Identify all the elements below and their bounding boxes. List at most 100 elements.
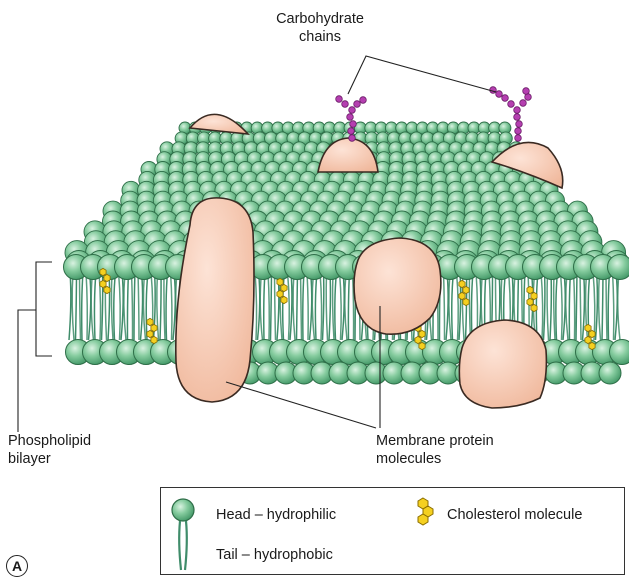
phospholipid-tail — [303, 272, 304, 340]
carbohydrate-unit — [349, 135, 356, 142]
phospholipid-tail — [119, 272, 121, 340]
phospholipid-tail — [469, 272, 470, 340]
carbohydrate-unit — [350, 121, 357, 128]
carbohydrate-label-line1: Carbohydrate — [260, 10, 380, 28]
phospholipid-head — [608, 255, 629, 280]
phospholipid-tail — [471, 272, 473, 340]
phospholipid-tail — [301, 272, 302, 340]
phospholipid-tail — [345, 272, 347, 340]
carbohydrate-unit — [496, 91, 503, 98]
phospholipid-tail — [315, 272, 317, 340]
phospholipid-tail — [335, 272, 337, 340]
phospholipid-tail — [457, 272, 459, 340]
phospholipid-tail — [615, 272, 617, 340]
protein-label-line1: Membrane protein — [376, 432, 494, 450]
legend-head-text: Head – hydrophilic — [216, 507, 336, 523]
protein-label-line2: molecules — [376, 450, 494, 468]
phospholipid-tail — [444, 272, 445, 340]
phospholipid-tail — [293, 272, 295, 340]
phospholipid-tail — [580, 272, 581, 340]
phospholipid-head — [599, 362, 621, 384]
phospholipid-tail — [602, 272, 603, 340]
carbohydrate-unit — [514, 107, 521, 114]
phospholipid-tail — [561, 272, 563, 340]
carbohydrate-unit — [520, 100, 527, 107]
legend-tail-text: Tail – hydrophobic — [216, 547, 333, 563]
phospholipid-tail — [72, 272, 74, 340]
carbohydrate-unit — [342, 101, 349, 108]
carbohydrate-unit — [508, 101, 515, 108]
phospholipid-tail — [255, 272, 257, 340]
phospholipid-tail — [108, 272, 110, 340]
phospholipid-tail — [258, 272, 260, 340]
carbohydrate-unit — [336, 96, 343, 103]
protein-middle-round — [354, 238, 441, 334]
phospholipid-tail — [569, 272, 570, 340]
phospholipid-tail — [94, 272, 96, 340]
carbohydrate-label: Carbohydrate chains — [260, 10, 380, 46]
phospholipid-tail — [342, 272, 344, 340]
phospholipid-tail — [166, 272, 167, 340]
carbohydrate-unit — [515, 135, 522, 142]
phospholipid-tail — [132, 272, 133, 340]
phospholipid-tail — [127, 272, 128, 340]
phospholipid-leader — [18, 310, 36, 432]
phospholipid-tail — [143, 272, 145, 340]
phospholipid-tail — [138, 272, 139, 340]
phospholipid-tail — [80, 272, 81, 340]
legend-cholesterol-text: Cholesterol molecule — [447, 507, 582, 523]
phospholipid-tail — [583, 272, 585, 340]
phospholipid-tail — [173, 272, 175, 340]
phospholipid-tail — [290, 272, 292, 340]
phospholipid-tail — [541, 272, 543, 340]
phospholipid-tail — [164, 272, 165, 340]
phospholipid-tail — [320, 272, 322, 340]
phospholipid-tail — [264, 272, 265, 340]
phospholipid-tail — [613, 272, 614, 340]
phospholipid-tail — [576, 272, 577, 340]
phospholipid-head — [610, 340, 629, 365]
carbohydrate-unit — [515, 128, 522, 135]
carbohydrate-unit — [525, 94, 532, 101]
phospholipid-tail — [271, 272, 272, 340]
phospholipid-tail — [608, 272, 609, 340]
phospholipid-tail — [596, 272, 598, 340]
phospholipid-tail — [121, 272, 123, 340]
phospholipid-tail — [111, 272, 113, 340]
phospholipid-tail — [310, 272, 312, 340]
phospholipid-tail — [69, 272, 71, 340]
phospholipid-tail — [563, 272, 565, 340]
phospholipid-tail — [547, 272, 548, 340]
phospholipid-tail — [275, 272, 276, 340]
phospholipid-tail — [544, 272, 545, 340]
phospholipid-tail — [268, 272, 269, 340]
phospholipid-tail — [550, 272, 551, 340]
phospholipid-tail — [297, 272, 298, 340]
carbohydrate-unit — [502, 95, 509, 102]
carbohydrate-unit — [514, 114, 521, 121]
phospholipid-tail — [141, 272, 143, 340]
phospholipid-tail — [449, 272, 451, 340]
phospholipid-tail — [323, 272, 324, 340]
phospholipid-tail — [114, 272, 116, 340]
phospholipid-tail — [333, 272, 334, 340]
phospholipid-label-line1: Phospholipid — [8, 432, 91, 450]
phospholipid-tail — [556, 272, 558, 340]
protein-leader-1 — [226, 382, 376, 428]
phospholipid-tail — [312, 272, 314, 340]
carbohydrate-unit — [516, 121, 523, 128]
phospholipid-tail — [89, 272, 91, 340]
phospholipid-tail — [91, 272, 93, 340]
carbohydrate-unit — [348, 128, 355, 135]
phospholipid-tail — [82, 272, 83, 340]
carbohydrate-unit — [349, 107, 356, 114]
phospholipid-label-line2: bilayer — [8, 450, 91, 468]
carbohydrate-unit — [523, 88, 530, 95]
phospholipid-tail — [171, 272, 172, 340]
phospholipid-tail — [574, 272, 575, 340]
phospholipid-tail — [307, 272, 308, 340]
phospholipid-tail — [160, 272, 161, 340]
protein-lower-right — [459, 320, 546, 408]
phospholipid-tail — [348, 272, 349, 340]
phospholipid-tail — [76, 272, 77, 340]
